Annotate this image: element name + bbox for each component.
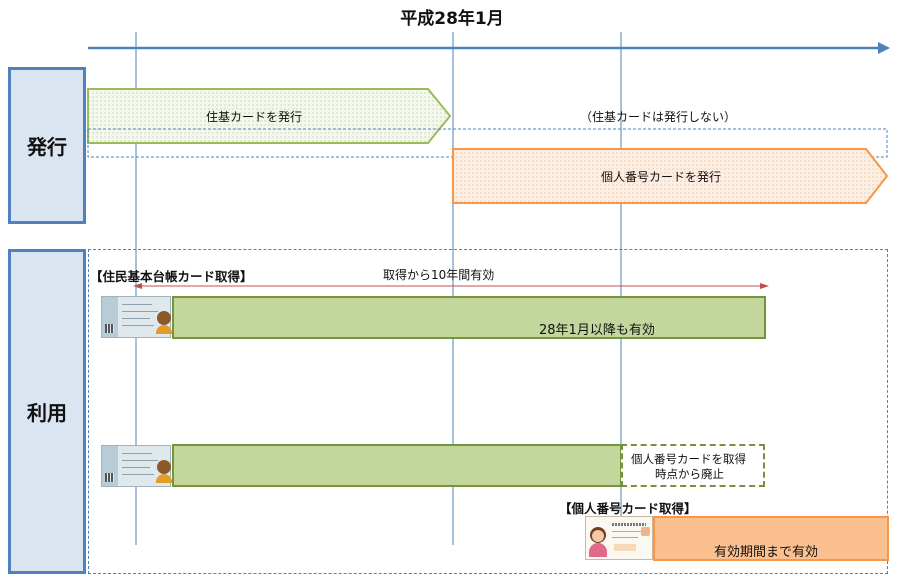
mynumber-card-valid-bar bbox=[653, 516, 889, 561]
use-section-frame bbox=[88, 249, 888, 574]
mynumber-card-icon bbox=[585, 516, 653, 560]
juki-acquired-label: 【住民基本台帳カード取得】 bbox=[90, 269, 253, 284]
juki-card-valid-bar bbox=[172, 296, 766, 339]
mynumber-card-issue-arrow bbox=[452, 148, 889, 204]
abolish-line1: 個人番号カードを取得 bbox=[631, 452, 746, 466]
section-use: 利用 bbox=[8, 249, 86, 574]
page-title: 平成28年1月 bbox=[400, 9, 504, 29]
juki-card-icon bbox=[101, 296, 172, 338]
section-issue: 発行 bbox=[8, 67, 86, 224]
juki-card-icon bbox=[101, 445, 172, 487]
valid-10-years-label: 取得から10年間有効 bbox=[383, 268, 495, 282]
mynumber-card-issue-label: 個人番号カードを発行 bbox=[601, 170, 722, 184]
juki-card-abolished-box bbox=[621, 444, 765, 487]
valid-until-expiry-label: 有効期間まで有効 bbox=[714, 545, 819, 560]
mynumber-acquired-label: 【個人番号カード取得】 bbox=[559, 501, 697, 516]
juki-card-issue-label: 住基カードを発行 bbox=[206, 110, 303, 124]
juki-not-issued-label: （住基カードは発行しない） bbox=[580, 110, 737, 124]
valid-after-jan28-label: 28年1月以降も有効 bbox=[539, 323, 655, 338]
juki-card-until-mynumber-bar bbox=[172, 444, 622, 487]
abolish-line2: 時点から廃止 bbox=[655, 467, 724, 481]
